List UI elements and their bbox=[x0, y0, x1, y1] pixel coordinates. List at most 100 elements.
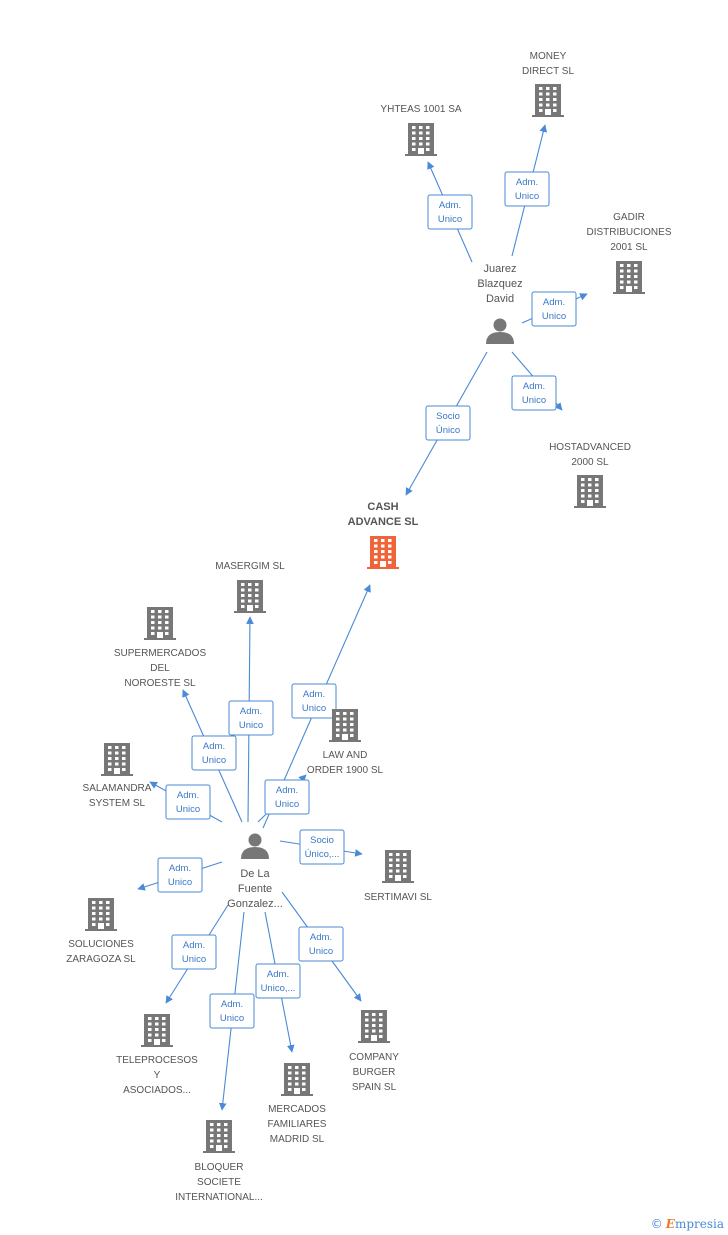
edge-label-text: Unico bbox=[275, 799, 299, 810]
edge-label-text: Unico bbox=[522, 395, 546, 406]
edge-label-box bbox=[157, 857, 203, 893]
node-money[interactable]: MONEY DIRECT SL bbox=[522, 51, 574, 117]
edge-delafuente-mercados[interactable]: Adm.Unico,... bbox=[255, 911, 301, 1053]
edges-layer: Adm.UnicoAdm.UnicoAdm.UnicoAdm.UnicoSoci… bbox=[137, 124, 588, 1111]
node-company_burger[interactable]: COMPANY BURGER SPAIN SL bbox=[349, 1010, 399, 1093]
node-yhteas[interactable]: YHTEAS 1001 SA bbox=[380, 104, 462, 156]
edge-label-box bbox=[511, 375, 557, 411]
node-label: Fuente bbox=[238, 883, 272, 895]
node-teleprocesos[interactable]: TELEPROCESOSYASOCIADOS... bbox=[116, 1014, 198, 1096]
edge-delafuente-bloquer[interactable]: Adm. Unico bbox=[209, 911, 255, 1111]
node-label: SYSTEM SL bbox=[89, 798, 146, 809]
edge-label-box bbox=[191, 735, 237, 771]
edge-label-text: Adm. bbox=[240, 706, 262, 717]
node-label: BURGER bbox=[353, 1067, 396, 1078]
edge-label-text: Socio bbox=[310, 835, 334, 846]
node-label: MASERGIM SL bbox=[215, 561, 285, 572]
node-label: ASOCIADOS... bbox=[123, 1085, 191, 1096]
edge-delafuente-supermercados[interactable]: Adm. Unico bbox=[182, 689, 243, 823]
node-label: 2000 SL bbox=[571, 457, 609, 468]
edge-label-box bbox=[504, 171, 550, 207]
edge-label-box bbox=[427, 194, 473, 230]
edge-delafuente-lawandorder[interactable]: Adm.Unico bbox=[257, 774, 310, 823]
building-icon bbox=[144, 607, 176, 640]
node-delafuente[interactable]: De LaFuenteGonzalez... bbox=[227, 833, 283, 911]
brand-footer[interactable]: ©Empresia bbox=[651, 1217, 724, 1231]
edge-label-text: Adm. bbox=[203, 741, 225, 752]
edge-label-box bbox=[228, 700, 274, 736]
edge-label-text: Adm. bbox=[177, 790, 199, 801]
edge-label-box bbox=[209, 993, 255, 1029]
node-label: ORDER 1900 SL bbox=[307, 765, 384, 776]
edge-label-text: Unico bbox=[515, 191, 539, 202]
node-label: MONEY bbox=[530, 51, 567, 62]
edge-juarez-yhteas[interactable]: Adm.Unico bbox=[427, 161, 473, 263]
node-hostadv[interactable]: HOSTADVANCED 2000 SL bbox=[549, 442, 631, 508]
node-label: ADVANCE SL bbox=[348, 516, 419, 528]
edge-juarez-gadir[interactable]: Adm.Unico bbox=[521, 291, 588, 327]
edge-label-text: Adm. bbox=[543, 297, 565, 308]
building-icon bbox=[405, 123, 437, 156]
edge-label-text: Unico bbox=[202, 755, 226, 766]
node-label: David bbox=[486, 293, 514, 305]
edge-label-box bbox=[425, 405, 471, 441]
edge-delafuente-sertimavi[interactable]: SocioÚnico,... bbox=[279, 829, 363, 865]
node-bloquer[interactable]: BLOQUERSOCIETEINTERNATIONAL... bbox=[175, 1120, 263, 1203]
edge-delafuente-teleprocesos[interactable]: Adm.Unico bbox=[165, 904, 229, 1004]
edge-label-text: Unico bbox=[168, 877, 192, 888]
building-icon bbox=[532, 84, 564, 117]
building-icon bbox=[281, 1063, 313, 1096]
person-icon bbox=[241, 833, 269, 859]
edge-label-text: Adm. bbox=[221, 999, 243, 1010]
node-label: 2001 SL bbox=[610, 242, 648, 253]
node-label: MERCADOS bbox=[268, 1104, 326, 1115]
node-label: DIRECT SL bbox=[522, 66, 574, 77]
edge-label-text: Único bbox=[436, 425, 460, 436]
edge-label-box bbox=[255, 963, 301, 999]
building-icon bbox=[234, 580, 266, 613]
node-label: HOSTADVANCED bbox=[549, 442, 631, 453]
edge-label-text: Adm. bbox=[303, 689, 325, 700]
node-label: SUPERMERCADOS bbox=[114, 648, 207, 659]
edge-label-text: Unico bbox=[176, 804, 200, 815]
building-icon bbox=[101, 743, 133, 776]
node-gadir[interactable]: GADIR DISTRIBUCIONES 2001 SL bbox=[586, 212, 672, 294]
edge-label-text: Adm. bbox=[523, 381, 545, 392]
building-icon bbox=[85, 898, 117, 931]
brand-initial: E bbox=[665, 1217, 675, 1231]
node-label: SOCIETE bbox=[197, 1177, 241, 1188]
edge-juarez-hostadv[interactable]: Adm. Unico bbox=[511, 351, 563, 411]
edge-delafuente-masergim[interactable]: Adm.Unico bbox=[228, 616, 274, 823]
edge-juarez-money[interactable]: Adm.Unico bbox=[504, 124, 550, 257]
edge-label-text: Adm. bbox=[310, 932, 332, 943]
edge-label-text: Unico,... bbox=[261, 983, 296, 994]
node-masergim[interactable]: MASERGIM SL bbox=[215, 561, 285, 613]
node-label: Juarez bbox=[483, 263, 516, 275]
person-icon bbox=[486, 318, 514, 344]
node-sertimavi[interactable]: SERTIMAVI SL bbox=[364, 850, 432, 903]
building-icon bbox=[141, 1014, 173, 1047]
building-icon bbox=[613, 261, 645, 294]
building-icon bbox=[382, 850, 414, 883]
edge-delafuente-company_burger[interactable]: Adm.Unico bbox=[281, 891, 362, 1002]
edge-label-box bbox=[299, 829, 345, 865]
node-label: GADIR bbox=[613, 212, 645, 223]
edge-delafuente-soluciones[interactable]: Adm.Unico bbox=[137, 857, 223, 893]
node-label: DISTRIBUCIONES bbox=[586, 227, 671, 238]
edge-label-text: Unico bbox=[220, 1013, 244, 1024]
building-icon bbox=[329, 709, 361, 742]
node-label: COMPANY bbox=[349, 1052, 399, 1063]
node-label: SPAIN SL bbox=[352, 1082, 397, 1093]
node-label: SERTIMAVI SL bbox=[364, 892, 432, 903]
edge-delafuente-salamandra[interactable]: Adm. Unico bbox=[149, 781, 223, 823]
brand-name: mpresia bbox=[674, 1217, 724, 1231]
